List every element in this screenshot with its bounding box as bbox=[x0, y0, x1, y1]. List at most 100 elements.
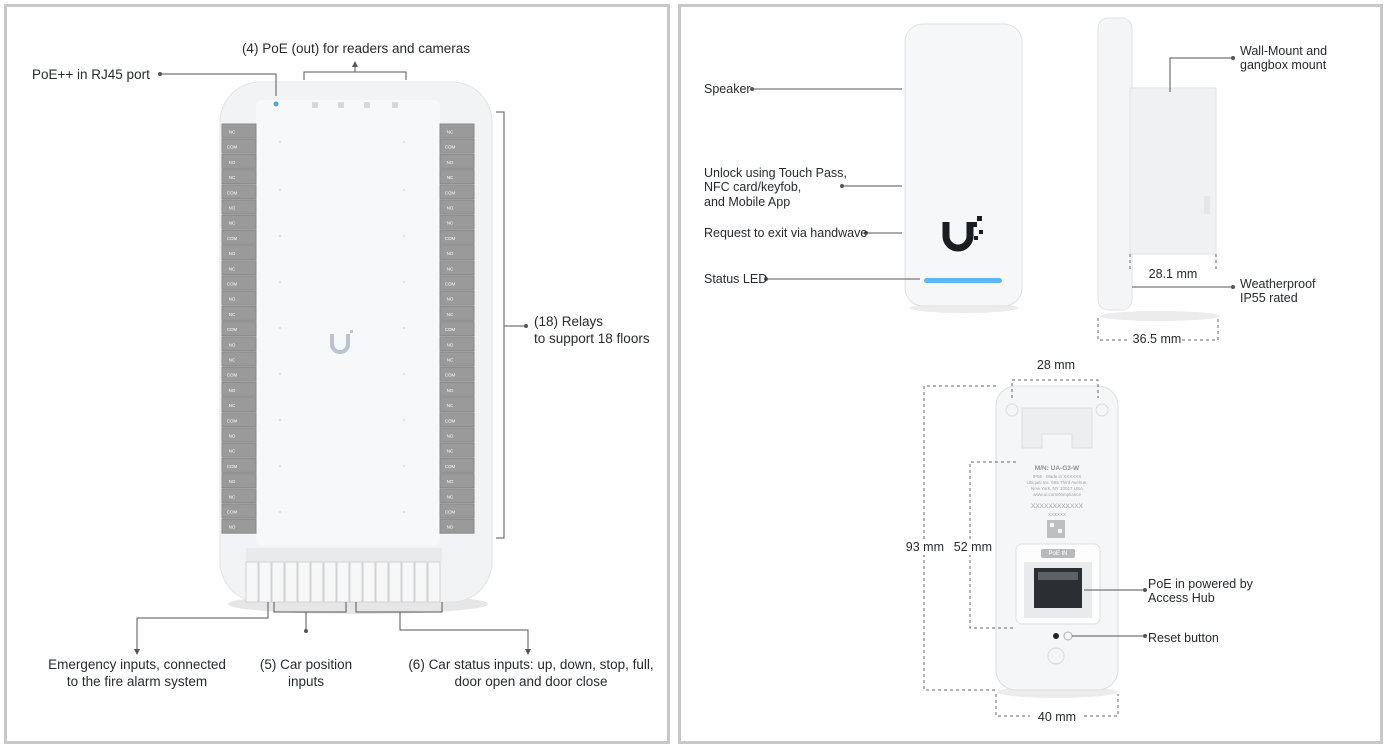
left-terminal-block bbox=[221, 473, 257, 489]
right-terminal-block bbox=[439, 214, 475, 230]
left-terminal-label: NO bbox=[229, 206, 236, 211]
left-terminal-block bbox=[221, 184, 257, 200]
right-terminal-label: COM bbox=[445, 510, 456, 515]
right-terminal-block bbox=[439, 412, 475, 428]
poe-in-callout-line1: PoE in powered by bbox=[1148, 577, 1253, 591]
label-line2: Ubiquiti Inc. 685 Third Avenue, bbox=[1026, 480, 1088, 485]
left-terminal-label: NO bbox=[229, 388, 236, 393]
left-callout-lines bbox=[134, 61, 531, 655]
left-terminal-label: NC bbox=[229, 358, 236, 363]
left-terminal-block bbox=[221, 336, 257, 352]
left-terminal-label: NO bbox=[229, 342, 236, 347]
right-terminal-block bbox=[439, 336, 475, 352]
left-terminal-label: NC bbox=[229, 175, 236, 180]
right-terminal-block bbox=[439, 229, 475, 245]
left-terminal-block bbox=[221, 366, 257, 382]
right-terminal-label: NC bbox=[447, 130, 454, 135]
label-line1: IP55 · Made in XXXXXX bbox=[1032, 474, 1082, 479]
right-terminal-label: COM bbox=[445, 418, 456, 423]
screw-hole bbox=[1047, 647, 1065, 665]
poe-in-tag bbox=[1041, 549, 1075, 558]
left-terminal-label: NC bbox=[229, 403, 236, 408]
left-terminal-block bbox=[221, 351, 257, 367]
width-bottom-dimension: 40 mm bbox=[1037, 710, 1077, 724]
right-terminal-label: NO bbox=[447, 525, 454, 530]
right-terminal-block bbox=[439, 457, 475, 473]
reader-back-mount-slot bbox=[1021, 407, 1093, 449]
left-terminal-label: COM bbox=[227, 282, 238, 287]
left-terminal-block bbox=[221, 442, 257, 458]
right-terminal-block bbox=[439, 169, 475, 185]
right-terminal-block bbox=[439, 305, 475, 321]
right-terminal-label: COM bbox=[445, 145, 456, 150]
mount-callout-line2: gangbox mount bbox=[1240, 58, 1327, 72]
left-terminal-label: NC bbox=[229, 449, 236, 454]
height-total-dimension: 93 mm bbox=[890, 540, 944, 555]
relays-callout-line2: to support 18 floors bbox=[534, 331, 650, 346]
right-terminal-label: NC bbox=[447, 494, 454, 499]
ubiquiti-logo-icon bbox=[330, 330, 353, 354]
left-terminal-block bbox=[221, 169, 257, 185]
right-terminal-label: COM bbox=[445, 464, 456, 469]
reader-side-front bbox=[1097, 17, 1133, 311]
port-tag-label: PoE IN bbox=[1048, 551, 1068, 557]
right-terminal-block bbox=[439, 321, 475, 337]
right-terminal-block bbox=[439, 245, 475, 261]
left-terminal-block bbox=[221, 412, 257, 428]
left-terminal-label: NO bbox=[229, 479, 236, 484]
right-terminal-label: NC bbox=[447, 266, 454, 271]
reader-front-logo bbox=[942, 216, 983, 252]
emergency-callout-line2: to the fire alarm system bbox=[66, 674, 208, 689]
width-top-dimension: 28 mm bbox=[1036, 358, 1076, 372]
right-terminal-label: NC bbox=[447, 221, 454, 226]
left-terminal-block bbox=[221, 457, 257, 473]
left-terminal-block bbox=[221, 305, 257, 321]
reader-side-shadow bbox=[1100, 311, 1220, 321]
model-number: M/N: UA-G3-W bbox=[1034, 465, 1080, 472]
qr-code-icon bbox=[1047, 520, 1065, 538]
mount-hole-left bbox=[1005, 403, 1019, 417]
label-line4: www.ui.com/compliance bbox=[1032, 492, 1082, 497]
left-terminal-block bbox=[221, 397, 257, 413]
car-status-callout-line1: (6) Car status inputs: up, down, stop, f… bbox=[408, 657, 654, 672]
right-terminal-label: NO bbox=[447, 297, 454, 302]
left-terminal-label: COM bbox=[227, 373, 238, 378]
left-terminal-label: COM bbox=[227, 236, 238, 241]
right-terminal-label: NO bbox=[447, 434, 454, 439]
reader-side-clip bbox=[1204, 196, 1210, 214]
right-terminal-label: COM bbox=[445, 327, 456, 332]
right-terminal-block bbox=[439, 290, 475, 306]
depth-inner-dimension: 28.1 mm bbox=[1148, 267, 1198, 281]
left-terminal-block bbox=[221, 199, 257, 215]
left-terminal-block bbox=[221, 321, 257, 337]
right-terminal-block bbox=[439, 275, 475, 291]
right-terminal-block bbox=[439, 138, 475, 154]
left-terminal-label: NC bbox=[229, 266, 236, 271]
height-inner-dimension: 52 mm bbox=[946, 540, 992, 555]
left-terminal-label: NC bbox=[229, 494, 236, 499]
hub-indicator-dots bbox=[278, 140, 406, 514]
right-terminal-label: COM bbox=[445, 282, 456, 287]
relays-callout-line1: (18) Relays bbox=[534, 314, 604, 329]
request-exit-callout: Request to exit via handwave bbox=[704, 226, 868, 240]
reset-button-icon bbox=[1053, 633, 1059, 639]
right-terminal-block bbox=[439, 153, 475, 169]
right-terminal-block bbox=[439, 427, 475, 443]
weather-callout-line2: IP55 rated bbox=[1240, 291, 1298, 305]
right-terminal-block bbox=[439, 518, 475, 534]
reader-front-body bbox=[904, 23, 1023, 307]
depth-outer-dimension: 36.5 mm bbox=[1132, 332, 1182, 346]
left-terminal-block bbox=[221, 123, 257, 139]
weather-callout-line1: Weatherproof bbox=[1240, 277, 1316, 291]
unlock-callout-line3: and Mobile App bbox=[704, 195, 791, 209]
right-terminal-block bbox=[439, 351, 475, 367]
car-position-callout-line1: (5) Car position bbox=[259, 657, 353, 672]
right-terminal-block bbox=[439, 442, 475, 458]
bottom-terminal-cover bbox=[246, 548, 442, 562]
right-terminal-label: NO bbox=[447, 479, 454, 484]
right-terminal-label: NO bbox=[447, 342, 454, 347]
car-position-callout-line2: inputs bbox=[287, 674, 325, 689]
left-terminal-label: COM bbox=[227, 464, 238, 469]
